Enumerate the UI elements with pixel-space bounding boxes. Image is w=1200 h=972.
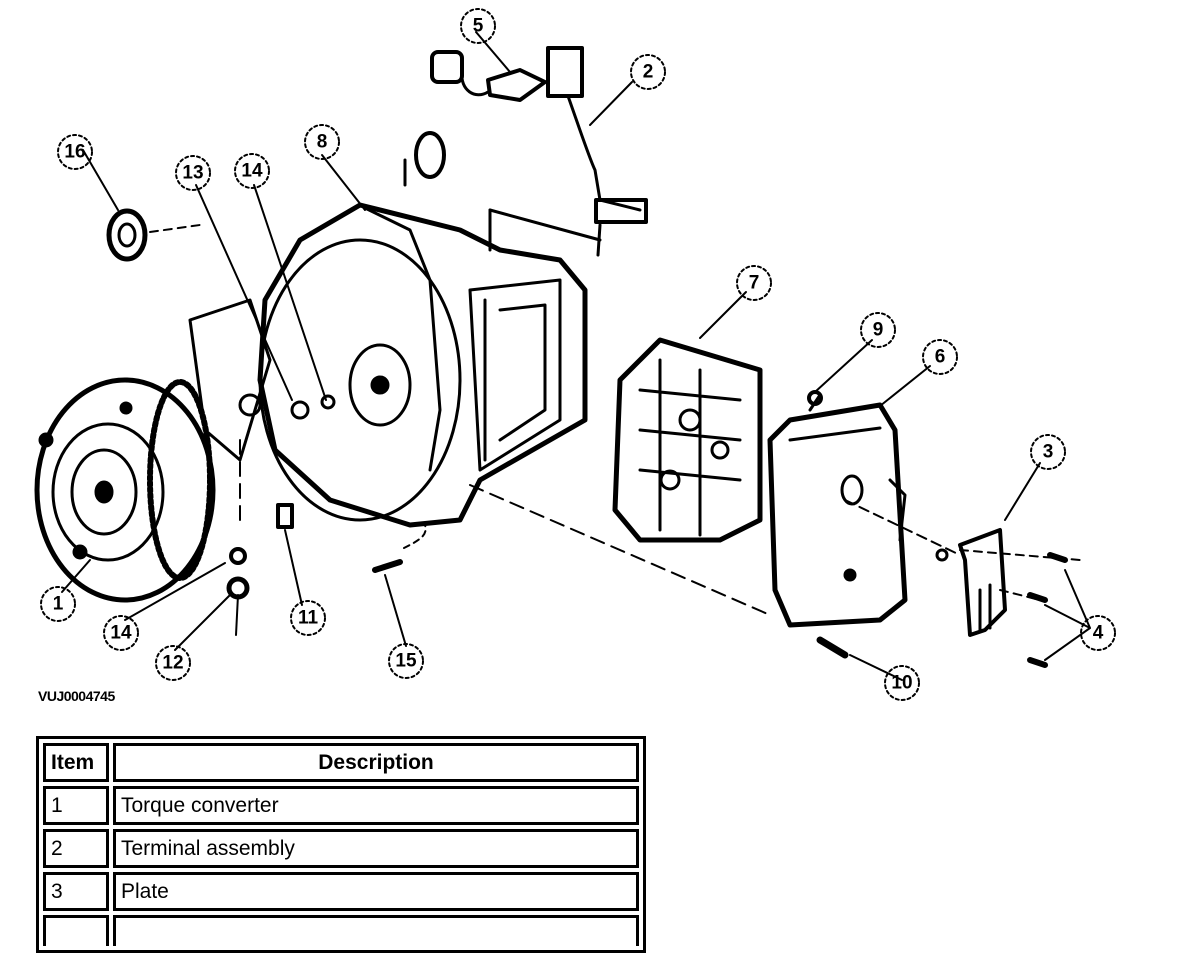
callout-7: 7 (749, 273, 760, 294)
callout-10: 10 (891, 673, 912, 694)
cover-plate-drawing (767, 393, 908, 628)
callout-circles (40, 8, 1116, 701)
terminal-assembly-drawing (403, 46, 648, 257)
header-item: Item (43, 743, 109, 782)
callout-2: 2 (643, 62, 654, 83)
figure-id-label: VUJ0004745 (38, 688, 115, 704)
torque-converter-drawing (34, 377, 216, 603)
callout-11: 11 (298, 608, 319, 629)
callout-1: 1 (53, 594, 64, 615)
row-item: 1 (43, 786, 109, 825)
callout-15: 15 (395, 651, 417, 672)
valve-body-drawing (612, 337, 763, 543)
table-row: 3 Plate (43, 872, 639, 911)
parts-table: Item Description 1 Torque converter 2 Te… (36, 736, 646, 953)
row-description: Plate (113, 872, 639, 911)
callout-6: 6 (935, 347, 946, 368)
callout-13: 13 (182, 163, 203, 184)
leader-lines (61, 31, 1091, 681)
callout-8: 8 (317, 132, 328, 153)
callout-12: 12 (162, 653, 183, 674)
row-item: 2 (43, 829, 109, 868)
callout-5: 5 (473, 16, 484, 37)
table-row: 1 Torque converter (43, 786, 639, 825)
callout-16: 16 (64, 142, 85, 163)
callout-3: 3 (1043, 442, 1054, 463)
row-description: Terminal assembly (113, 829, 639, 868)
row-item: 3 (43, 872, 109, 911)
callout-14-lower: 14 (110, 623, 132, 644)
table-row: 2 Terminal assembly (43, 829, 639, 868)
seal-drawing (106, 208, 148, 262)
row-item (43, 915, 109, 946)
transmission-housing-drawing (188, 202, 602, 528)
exploded-transmission-diagram: 1 2 3 4 5 6 7 8 9 10 11 12 13 14 14 15 1… (34, 8, 1116, 701)
row-description (113, 915, 639, 946)
header-description: Description (113, 743, 639, 782)
callout-9: 9 (873, 320, 884, 341)
plate-drawing (958, 528, 1007, 637)
fasteners-drawing (226, 390, 1068, 668)
callout-4: 4 (1093, 623, 1104, 644)
table-row (43, 915, 639, 946)
callout-14-upper: 14 (241, 161, 263, 182)
row-description: Torque converter (113, 786, 639, 825)
table-header-row: Item Description (43, 743, 639, 782)
